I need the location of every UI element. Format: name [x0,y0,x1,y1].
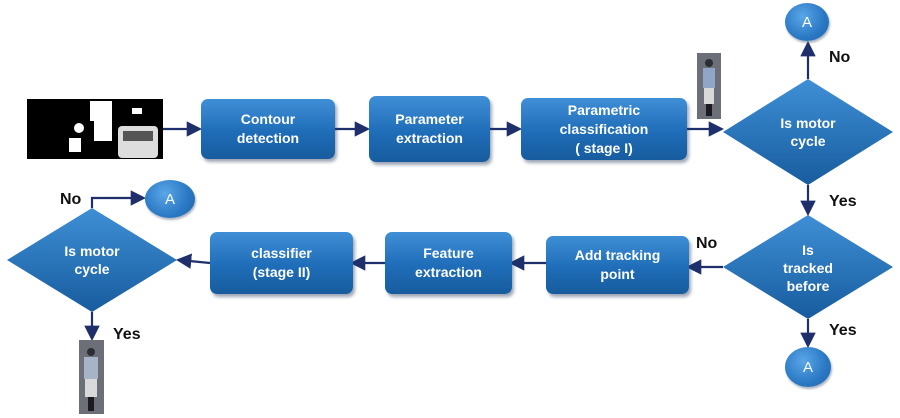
decision-motor-left-label: Is motor cycle [64,243,120,277]
decision-diamond-motor-right [723,79,893,185]
add-tracking-point-box: Add tracking point [546,236,689,294]
decision-diamond-motor-left [7,208,177,312]
contour-detection-box: Contour detection [201,99,335,159]
motorcycle-thumbnail-bottom [79,340,104,414]
arrow-classifier-to-decision [175,253,211,269]
parametric-classification-box: Parametric classification ( stage I) [521,98,687,160]
add-tracking-point-label: Add tracking point [574,247,661,282]
input-frame-image [27,99,163,159]
edge-label-no-tracked: No [696,235,718,252]
edge-label-no-left: No [60,191,82,208]
arrow-decision-to-connector-left [90,190,147,208]
contour-detection-label: Contour detection [236,111,300,146]
edge-label-yes-left: Yes [113,326,141,343]
decision-diamond-tracked [723,215,893,319]
feature-extraction-label: Feature extraction [415,245,482,280]
parameter-extraction-label: Parameter extraction [395,111,464,146]
decision-tracked-label: Is tracked before [783,242,833,294]
connector-a-left: A [145,180,195,218]
classifier-label: classifier (stage II) [251,245,312,280]
feature-extraction-box: Feature extraction [385,232,512,294]
connector-a-top: A [785,3,829,41]
parameter-extraction-box: Parameter extraction [369,96,490,162]
parametric-classification-label: Parametric classification ( stage I) [559,101,649,156]
classifier-box: classifier (stage II) [210,232,353,294]
edge-label-yes-right: Yes [829,193,857,210]
edge-label-no-top: No [829,49,851,66]
connector-a-bottom: A [785,347,831,387]
decision-motor-right-label: Is motor cycle [780,115,836,149]
edge-label-yes-tracked: Yes [829,322,857,339]
motorcycle-thumbnail-top [697,53,721,119]
